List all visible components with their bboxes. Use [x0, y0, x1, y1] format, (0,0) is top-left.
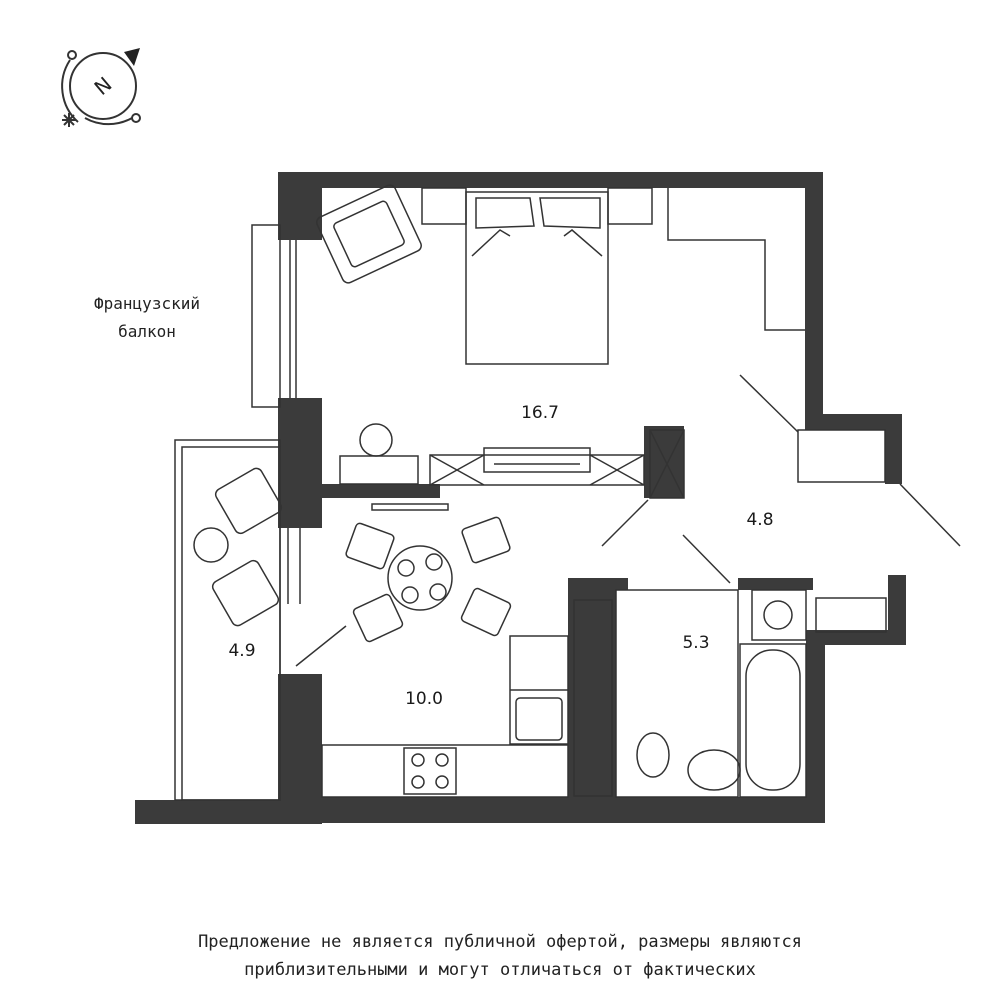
room-area-bathroom: 5.3	[682, 633, 709, 653]
french-balcony-label: Французский балкон	[82, 290, 212, 346]
compass-letter: N	[90, 72, 117, 100]
room-labels: 16.7 4.8 5.3 4.9 10.0	[228, 403, 773, 709]
room-area-bedroom: 16.7	[521, 403, 559, 423]
french-balcony-label-line1: Французский	[94, 294, 200, 313]
room-area-balcony: 4.9	[228, 641, 255, 661]
room-area-kitchen: 10.0	[405, 689, 443, 709]
compass-icon: N	[61, 48, 141, 127]
french-balcony-label-line2: балкон	[118, 322, 176, 341]
disclaimer: Предложение не является публичной оферто…	[80, 928, 920, 984]
interior-lines	[174, 184, 961, 801]
disclaimer-line1: Предложение не является публичной оферто…	[198, 932, 802, 952]
walls	[135, 172, 906, 824]
disclaimer-line2: приблизительными и могут отличаться от ф…	[244, 960, 756, 980]
room-area-hallway: 4.8	[746, 510, 773, 530]
